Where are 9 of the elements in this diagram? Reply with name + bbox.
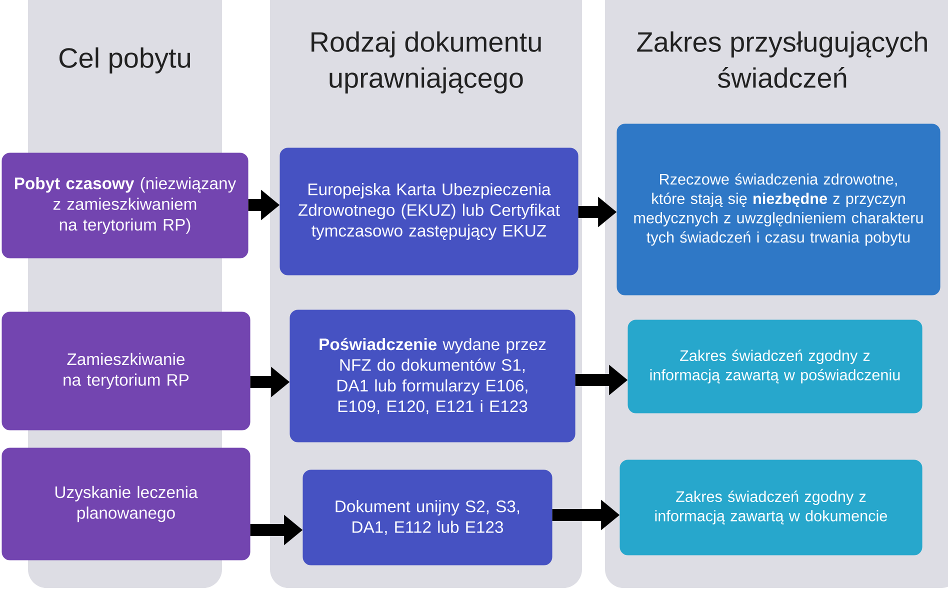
process-box: Uzyskanie leczenia planowanego: [2, 448, 250, 560]
process-box: Zakres świadczeń zgodny z informacją zawartą w dokumencie: [620, 460, 922, 556]
process-box: Dokument unijny S2, S3, DA1, E112 lub E123: [302, 470, 552, 566]
process-box: Zamieszkiwanie na terytorium RP: [2, 312, 250, 430]
process-box: Europejska Karta Ubezpieczenia Zdrowotnego (EKUZ) lub Certyfikat tymczasowo zastępujący EKUZ: [280, 148, 578, 276]
process-box: Zakres świadczeń zgodny z informacją zawartą w poświadczeniu: [628, 320, 922, 414]
process-box: Pobyt czasowy (niezwiązany z zamieszkiwaniem na terytorium RP): [2, 152, 248, 258]
process-box: Poświadczenie wydane przez NFZ do dokumentów S1, DA1 lub formularzy E106, E109, E120, E121 i E123: [290, 310, 576, 442]
process-box: Rzeczowe świadczenia zdrowotne, które stają się niezbędne z przyczyn medycznych z uwzględnieniem charakteru tych świadczeń i czasu trwania pobytu: [616, 124, 940, 296]
